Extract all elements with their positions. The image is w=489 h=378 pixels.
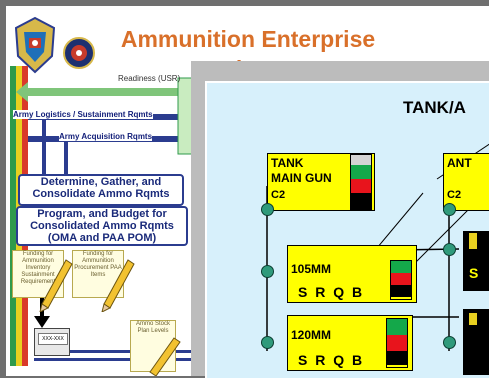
120mm-label: 120MM bbox=[291, 328, 332, 342]
program-box: Program, and Budget for Consolidated Amm… bbox=[16, 206, 188, 246]
120mm-box[interactable]: 120MM S R Q B bbox=[287, 315, 413, 371]
c2-label: C2 bbox=[271, 189, 286, 201]
tank-main-gun-box[interactable]: TANK MAIN GUN C2 bbox=[267, 153, 375, 211]
readiness-label: Readiness (USR) bbox=[118, 74, 181, 83]
army-emblem-icon bbox=[14, 16, 56, 74]
logistics-label: Army Logistics / Sustainment Rqmts bbox=[13, 110, 153, 119]
yellow-strip-2 bbox=[469, 313, 477, 325]
pencil-icon bbox=[39, 259, 73, 312]
black-box-1[interactable]: S bbox=[463, 231, 489, 291]
105mm-box[interactable]: 105MM S R Q B bbox=[287, 245, 417, 303]
junction-node-2 bbox=[443, 203, 456, 216]
acquisition-label: Army Acquisition Rqmts bbox=[59, 132, 153, 141]
105mm-srqb: S R Q B bbox=[298, 284, 365, 300]
105mm-label: 105MM bbox=[291, 262, 332, 276]
pencil-icon-2 bbox=[101, 259, 135, 312]
status-indicator bbox=[350, 154, 372, 210]
front-slide-title: TANK/A bbox=[403, 98, 466, 117]
command-seal-icon bbox=[63, 37, 95, 69]
105mm-status-indicator bbox=[390, 260, 412, 300]
tank-label: TANK bbox=[271, 156, 304, 170]
black-box-letter: S bbox=[469, 265, 479, 281]
pencil-icon-3 bbox=[149, 337, 181, 376]
junction-node-4 bbox=[443, 243, 456, 256]
main-gun-label: MAIN GUN bbox=[271, 171, 332, 185]
computer-label: XXX-XXX bbox=[38, 333, 68, 345]
ant-box[interactable]: ANT C2 bbox=[443, 153, 489, 211]
yellow-strip bbox=[469, 233, 477, 249]
foreground-slide: TANK/A TANK MAIN GUN C2 ANT bbox=[191, 61, 489, 378]
junction-node bbox=[261, 203, 274, 216]
ant-c2-label: C2 bbox=[447, 189, 462, 201]
120mm-status-indicator bbox=[386, 318, 408, 368]
funding-sheet-1: Funding for Ammunition Inventory Sustain… bbox=[12, 250, 64, 298]
funding-sheet-2: Funding for Ammunition Procurement PAA I… bbox=[72, 250, 124, 298]
junction-node-5 bbox=[261, 336, 274, 349]
junction-node-3 bbox=[261, 265, 274, 278]
ant-label: ANT bbox=[447, 156, 472, 170]
determine-box: Determine, Gather, and Consolidate Ammo … bbox=[18, 174, 184, 206]
black-box-2[interactable] bbox=[463, 309, 489, 375]
120mm-srqb: S R Q B bbox=[298, 352, 365, 368]
computer-icon: XXX-XXX bbox=[34, 328, 70, 356]
diagram-panel: TANK/A TANK MAIN GUN C2 ANT bbox=[205, 81, 489, 378]
junction-node-6 bbox=[443, 336, 456, 349]
